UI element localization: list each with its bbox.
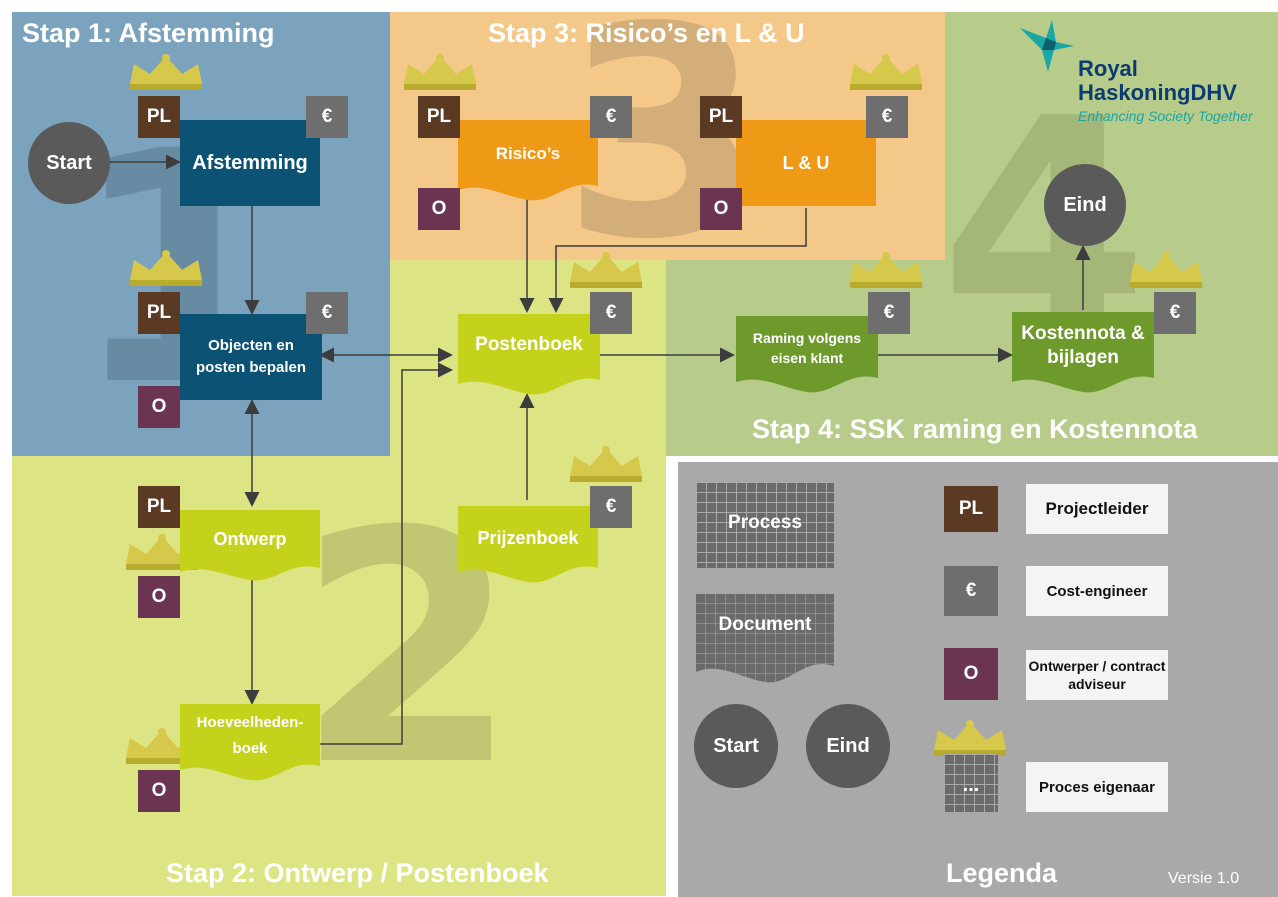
document-hoeveelheden-label: Hoeveelheden-boek (196, 714, 304, 757)
role-cost: € (306, 292, 348, 334)
role-cost: € (306, 96, 348, 138)
legend-pl-label: Projectleider (1026, 484, 1168, 534)
role-pl: PL (700, 96, 742, 138)
legend-document-label: Document (718, 614, 812, 635)
document-raming-label: Raming volgens eisen klant (752, 330, 862, 366)
role-o: O (418, 188, 460, 230)
legend-role-cost: € (944, 566, 998, 616)
role-cost: € (1154, 292, 1196, 334)
document-raming: Raming volgens eisen klant (736, 316, 878, 396)
crown-icon (130, 250, 202, 286)
legend-title: Legenda (946, 858, 1058, 888)
document-hoeveelheden: Hoeveelheden-boek (180, 704, 320, 784)
role-cost: € (590, 96, 632, 138)
legend-document-symbol: Document (696, 594, 834, 686)
role-o: O (138, 770, 180, 812)
document-kostennota-label: Kostennota & bijlagen (1021, 323, 1145, 368)
legend-process-label: Process (728, 512, 802, 533)
legend-role-o: O (944, 648, 998, 700)
document-ontwerp: Ontwerp (180, 510, 320, 584)
role-cost: € (590, 486, 632, 528)
legend-owner-label: Proces eigenaar (1026, 762, 1168, 812)
document-prijzenboek-label: Prijzenboek (477, 527, 579, 548)
logo-line-2: HaskoningDHV (1078, 80, 1237, 105)
document-risicos-label: Risico’s (495, 144, 561, 163)
crown-icon (1130, 252, 1202, 288)
document-prijzenboek: Prijzenboek (458, 506, 598, 586)
process-afstemming: Afstemming (180, 120, 320, 206)
start-node: Start (28, 122, 110, 204)
role-pl: PL (418, 96, 460, 138)
role-cost: € (590, 292, 632, 334)
crown-icon (570, 252, 642, 288)
role-cost: € (868, 292, 910, 334)
legend-role-pl: PL (944, 486, 998, 532)
legend-version: Versie 1.0 (1168, 870, 1240, 887)
legend-owner-dots: ... (962, 774, 980, 796)
stage-4-title: Stap 4: SSK raming en Kostennota (752, 414, 1198, 444)
crown-icon (570, 446, 642, 482)
crown-icon (850, 252, 922, 288)
role-pl: PL (138, 292, 180, 334)
role-o: O (138, 576, 180, 618)
process-lu: L & U (736, 120, 876, 206)
document-risicos: Risico’s (458, 120, 598, 204)
role-o: O (138, 386, 180, 428)
role-pl: PL (138, 96, 180, 138)
stage-2-title: Stap 2: Ontwerp / Postenboek (166, 858, 549, 888)
logo-line-1: Royal (1078, 56, 1138, 81)
document-kostennota: Kostennota & bijlagen (1012, 312, 1154, 396)
document-postenboek-label: Postenboek (475, 334, 583, 355)
document-ontwerp-label: Ontwerp (213, 528, 287, 549)
legend-o-label: Ontwerper / contract adviseur (1026, 650, 1168, 700)
legend-start-node: Start (694, 704, 778, 788)
document-postenboek: Postenboek (458, 314, 600, 398)
crown-icon (850, 54, 922, 90)
legend-eind-node: Eind (806, 704, 890, 788)
legend-process-symbol (696, 482, 834, 568)
role-cost: € (866, 96, 908, 138)
logo-tagline: Enhancing Society Together (1078, 108, 1253, 124)
role-o: O (700, 188, 742, 230)
crown-icon (934, 720, 1006, 756)
star-logo-icon (1020, 20, 1074, 72)
role-pl: PL (138, 486, 180, 528)
stage-3-title: Stap 3: Risico’s en L & U (488, 18, 805, 48)
company-logo: Royal HaskoningDHV Enhancing Society Tog… (1012, 18, 1274, 130)
stage-1-title: Stap 1: Afstemming (22, 18, 275, 48)
legend-owner-symbol (944, 754, 998, 812)
crown-icon (130, 54, 202, 90)
legend-cost-label: Cost-engineer (1026, 566, 1168, 616)
eind-node: Eind (1044, 164, 1126, 246)
crown-icon (404, 54, 476, 90)
process-objecten: Objecten en posten bepalen (180, 314, 322, 400)
